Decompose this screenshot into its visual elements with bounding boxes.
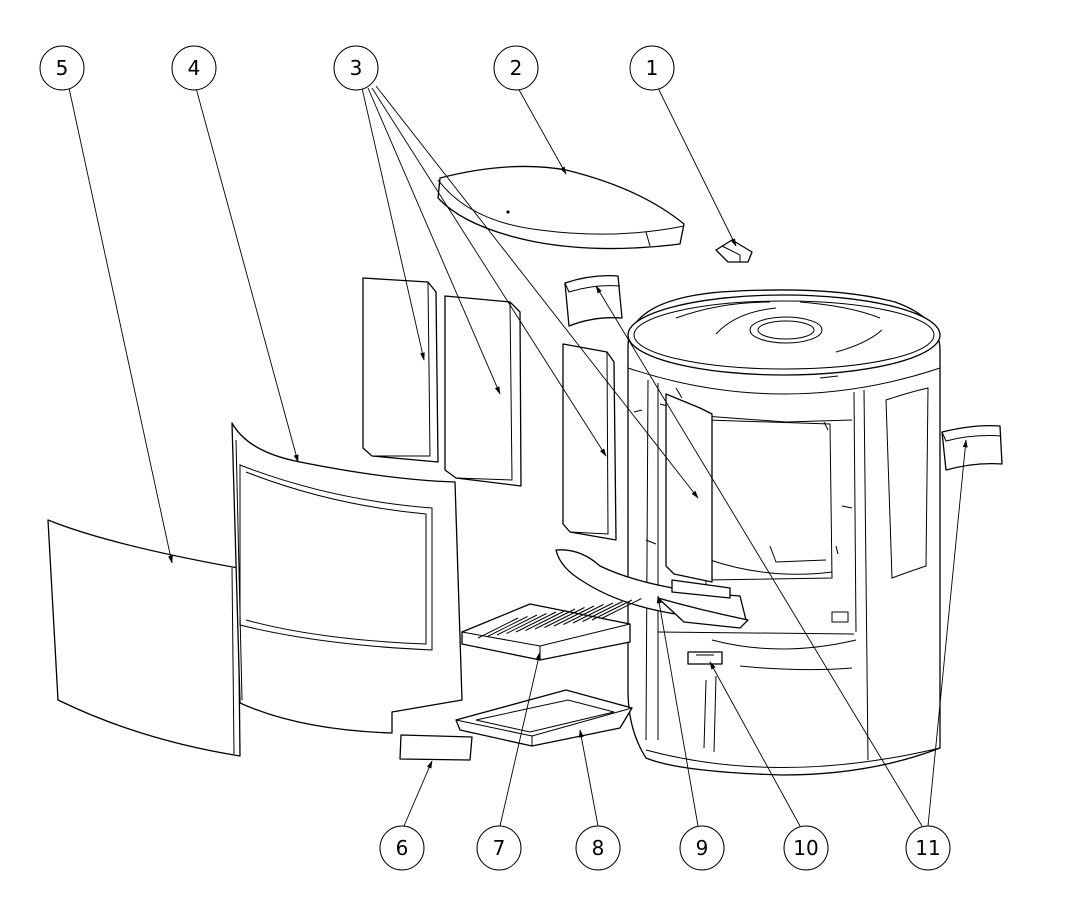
callout-7: 7 — [476, 825, 522, 871]
part-3-firebrick-left — [362, 277, 439, 463]
part-11-curved-piece-right — [941, 424, 1003, 471]
callout-2-label: 2 — [510, 56, 523, 80]
grate-slot — [591, 599, 633, 621]
part-11-curved-piece-top — [564, 275, 623, 327]
grate-slot — [496, 614, 538, 636]
grate-slot — [572, 602, 614, 624]
callout-10: 10 — [783, 825, 829, 871]
callout-1-label: 1 — [646, 56, 659, 80]
part-1-bracket — [715, 239, 753, 263]
callout-6: 6 — [379, 825, 425, 871]
callout-6-label: 6 — [396, 836, 409, 860]
callout-5-label: 5 — [56, 56, 69, 80]
grate-slot — [563, 604, 604, 625]
grate-slot — [487, 616, 528, 637]
part-6-small-plate — [399, 734, 473, 761]
callout-9-label: 9 — [696, 836, 709, 860]
callout-7-label: 7 — [493, 836, 506, 860]
callout-8: 8 — [575, 825, 621, 871]
grate-slot — [582, 601, 623, 622]
part-3-firebrick-highlighted — [444, 295, 522, 487]
grate-slot — [534, 608, 576, 630]
callout-4-label: 4 — [188, 56, 201, 80]
part-7-grate — [461, 598, 642, 661]
callout-3-label: 3 — [350, 56, 363, 80]
leader-lines — [68, 85, 968, 827]
callout-11: 11 — [905, 825, 951, 871]
part-8-ash-pan — [455, 689, 633, 747]
callout-3: 3 — [333, 45, 379, 91]
part-2-top-plate — [437, 165, 685, 250]
callout-9: 9 — [679, 825, 725, 871]
grate-slot — [525, 610, 566, 631]
callout-1: 1 — [629, 45, 675, 91]
grate-slot — [544, 607, 585, 628]
part-3-firebrick-right — [562, 343, 617, 541]
grate-slot — [601, 598, 642, 619]
grate-slot — [515, 611, 557, 633]
callout-2: 2 — [493, 45, 539, 91]
callout-8-label: 8 — [592, 836, 605, 860]
grate-slot — [553, 605, 595, 627]
stove-body — [555, 289, 941, 776]
part-5-outer-side-panel — [47, 519, 241, 757]
callout-11-label: 11 — [915, 836, 940, 860]
part-4-front-panel — [231, 422, 463, 734]
callout-5: 5 — [39, 45, 85, 91]
callout-4: 4 — [171, 45, 217, 91]
grate-slot — [506, 613, 547, 634]
grate-slot — [477, 617, 519, 639]
callout-10-label: 10 — [793, 836, 818, 860]
